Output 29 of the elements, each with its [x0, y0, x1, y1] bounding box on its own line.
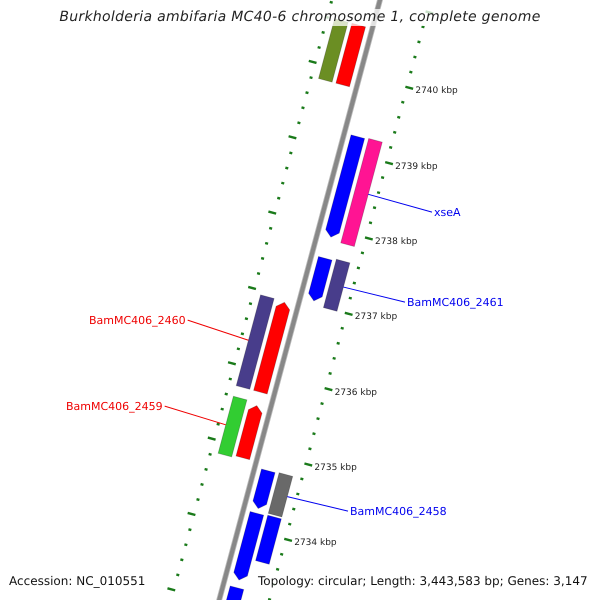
scale-label: 2738 kbp: [374, 236, 418, 248]
leader-line: [342, 286, 406, 303]
gene-feature: [322, 258, 350, 312]
gene-feature: [218, 396, 248, 458]
gene-feature: [268, 472, 294, 518]
gene-label: BamMC406_2461: [407, 296, 504, 309]
scale-label: 2735 kbp: [314, 462, 357, 474]
scale-label: 2739 kbp: [395, 162, 438, 172]
gene-feature: [236, 294, 275, 390]
gene-label: BamMC406_2458: [350, 504, 447, 518]
gene-feature: [236, 405, 262, 460]
leader-line: [187, 320, 249, 341]
gene-feature: [255, 514, 282, 565]
gene-feature: [325, 134, 366, 238]
scale-label: 2740 kbp: [415, 86, 458, 98]
gene-feature: [308, 256, 332, 302]
leader-line: [368, 194, 432, 213]
genome-summary-text: Topology: circular; Length: 3,443,583 bp; Genes: 3,147: [258, 574, 588, 588]
scale-label: 2736 kbp: [334, 388, 378, 398]
accession-text: Accession: NC_010551: [9, 574, 146, 588]
gene-label: BamMC406_2459: [66, 400, 163, 413]
leader-line: [164, 406, 226, 426]
scale-label: 2737 kbp: [354, 312, 398, 324]
gene-feature: [253, 302, 290, 394]
gene-feature: [252, 468, 276, 510]
gene-label: xseA: [434, 206, 461, 219]
leader-line: [286, 496, 348, 512]
gene-label: BamMC406_2460: [89, 314, 186, 327]
scale-label: 2734 kbp: [294, 538, 337, 550]
